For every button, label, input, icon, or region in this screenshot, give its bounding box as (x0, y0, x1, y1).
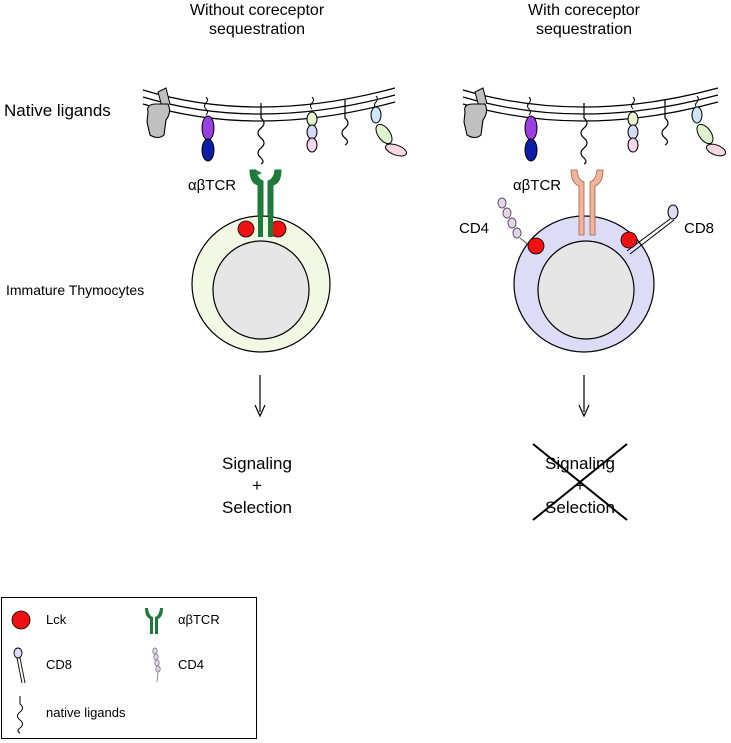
left-tcr-label: αβTCR (188, 177, 237, 194)
native-ligands-label: Native ligands (4, 101, 111, 120)
native-ligand-center-left (257, 103, 265, 165)
purple-navy-ligand (201, 96, 215, 162)
blue-green-pink-ligand-right (691, 95, 727, 157)
right-title-line2: sequestration (535, 21, 633, 38)
right-lck-2 (620, 231, 638, 249)
native-ligand-small-right (661, 100, 669, 146)
right-tcr-label: αβTCR (513, 177, 562, 194)
legend-cd8-label: CD8 (46, 657, 73, 672)
right-title-line1: With coreceptor (527, 2, 641, 19)
right-membrane (462, 87, 719, 122)
cross-out-x (532, 443, 628, 521)
left-title-line2: sequestration (208, 21, 306, 38)
left-panel-title: Without coreceptor sequestration (147, 1, 367, 39)
left-membrane (142, 87, 396, 122)
pastel-chain-ligand-right (627, 96, 639, 153)
left-outcome-signaling: Signaling (222, 454, 292, 473)
pastel-chain-ligand (306, 96, 318, 153)
right-outcome: Signaling + Selection (510, 453, 650, 519)
left-outcome: Signaling + Selection (187, 453, 327, 519)
right-outcome-signaling: Signaling (545, 454, 615, 473)
cd4-coreceptor (497, 197, 531, 247)
left-title-line1: Without coreceptor (189, 2, 325, 19)
legend-native-ligands-label: native ligands (46, 705, 126, 720)
legend-native-ligand-icon (17, 696, 23, 734)
cd8-coreceptor (626, 204, 679, 255)
right-outcome-plus: + (575, 476, 585, 495)
purple-navy-ligand-right (524, 96, 538, 162)
legend-tcr-label: αβTCR (178, 612, 220, 627)
native-ligand-center-right (580, 103, 588, 165)
legend (1, 597, 257, 739)
native-ligand-small-left (341, 100, 349, 146)
right-tcr (570, 169, 604, 236)
left-thymocyte (191, 215, 331, 353)
right-thymocyte (513, 215, 655, 353)
legend-cd4-icon (152, 647, 161, 683)
legend-tcr-icon (145, 608, 163, 634)
cd4-label: CD4 (459, 220, 490, 237)
legend-lck-icon (11, 610, 31, 630)
left-arrow (254, 375, 266, 418)
left-lck-1 (237, 220, 255, 238)
left-outcome-selection: Selection (222, 498, 292, 517)
cd8-label: CD8 (684, 220, 715, 237)
legend-cd4-label: CD4 (178, 657, 205, 672)
blue-green-pink-ligand (370, 95, 407, 157)
legend-lck-label: Lck (46, 612, 67, 627)
right-lck-1 (527, 237, 545, 255)
grey-ligand-shape-right (463, 87, 488, 139)
right-arrow (578, 375, 590, 418)
left-outcome-plus: + (252, 476, 262, 495)
right-outcome-selection: Selection (545, 498, 615, 517)
left-tcr-stems (258, 185, 273, 237)
legend-cd8-icon (13, 647, 26, 684)
immature-thymocytes-label: Immature Thymocytes (6, 282, 145, 298)
grey-ligand-shape (146, 87, 171, 139)
right-panel-title: With coreceptor sequestration (474, 1, 694, 39)
